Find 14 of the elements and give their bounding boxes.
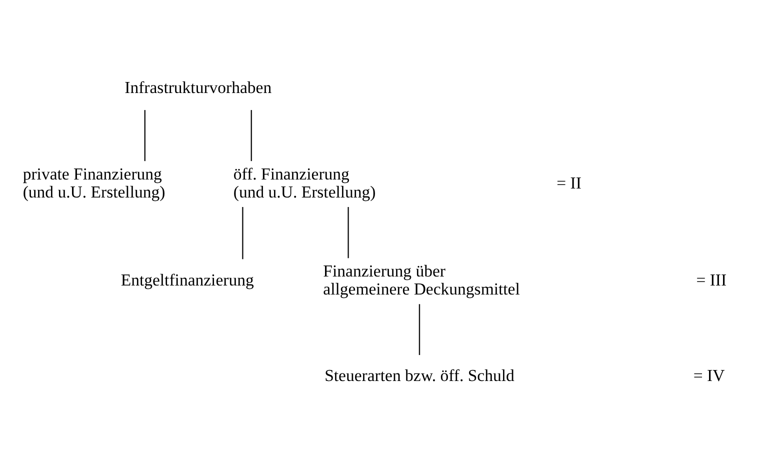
connector xyxy=(250,110,252,162)
connector xyxy=(418,304,420,356)
node-text: Entgeltfinanzierung xyxy=(120,270,254,290)
node-text: Steuerarten bzw. öff. Schuld xyxy=(324,366,514,386)
node-text: Finanzierung über allgemeinere Deckungsmittel xyxy=(323,261,520,298)
connector xyxy=(242,207,244,260)
node-text: private Finanzierung (und u.U. Erstellung) xyxy=(22,164,166,202)
connector xyxy=(348,207,349,258)
label: = II xyxy=(556,173,582,192)
label: = III xyxy=(696,270,727,290)
label: = IV xyxy=(693,366,725,386)
node-text: Infrastrukturvorhaben xyxy=(124,78,272,97)
connector xyxy=(144,110,146,162)
node-text: öff. Finanzierung (und u.U. Erstellung) xyxy=(233,164,376,202)
